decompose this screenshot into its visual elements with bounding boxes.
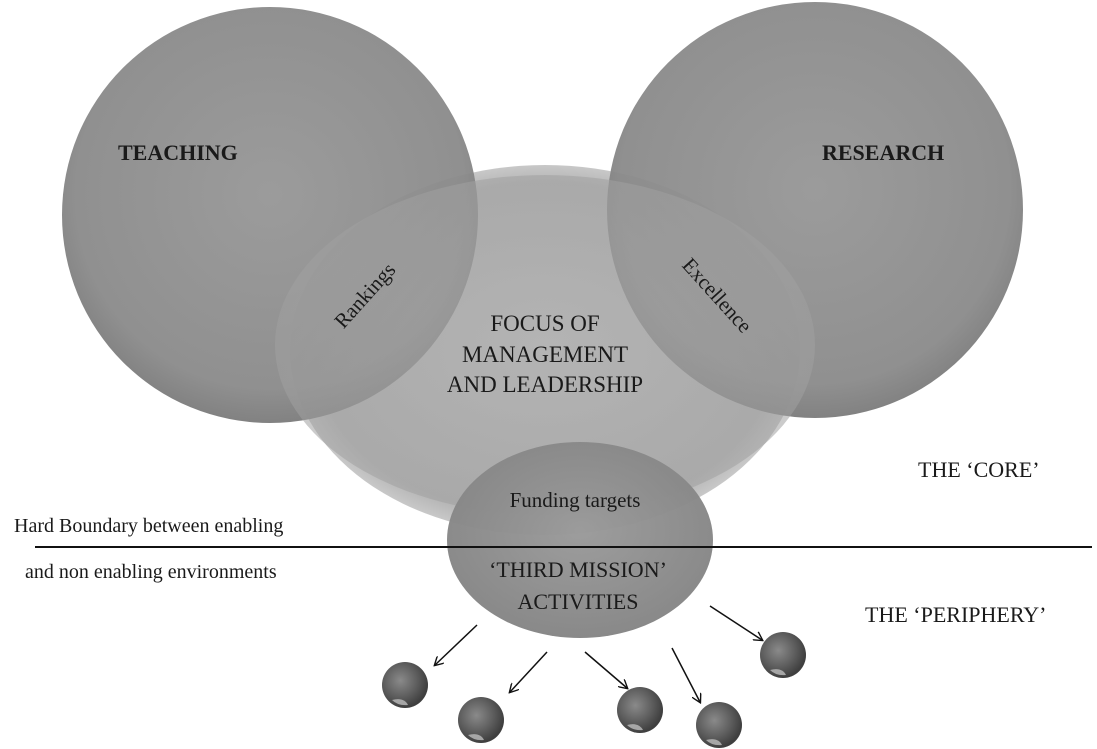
periphery-label: THE ‘PERIPHERY’	[865, 602, 1047, 627]
boundary-label-line1: Hard Boundary between enabling	[14, 515, 283, 537]
third-mission-label-line2: ACTIVITIES	[518, 589, 639, 614]
ball-5	[760, 632, 806, 678]
arrow-3	[584, 651, 627, 688]
ball-3	[617, 687, 663, 733]
arrow-1	[435, 624, 478, 665]
teaching-label: TEACHING	[118, 140, 238, 165]
third-mission-label-line1: ‘THIRD MISSION’	[489, 557, 667, 582]
research-label: RESEARCH	[822, 140, 944, 165]
boundary-label-line2: and non enabling environments	[25, 561, 277, 583]
ball-2	[458, 697, 504, 743]
ball-1	[382, 662, 428, 708]
funding-targets-label: Funding targets	[510, 488, 641, 512]
ball-4	[696, 702, 742, 748]
third-mission-ellipse	[447, 442, 713, 638]
focus-label-line1: FOCUS OF	[490, 311, 599, 336]
focus-label-line3: AND LEADERSHIP	[447, 372, 643, 397]
focus-label-line2: MANAGEMENT	[462, 342, 628, 367]
arrow-4	[671, 647, 700, 702]
focus-inner-ellipse	[275, 175, 815, 515]
arrow-2	[510, 651, 548, 692]
arrow-5	[709, 605, 762, 640]
core-label: THE ‘CORE’	[918, 457, 1040, 482]
